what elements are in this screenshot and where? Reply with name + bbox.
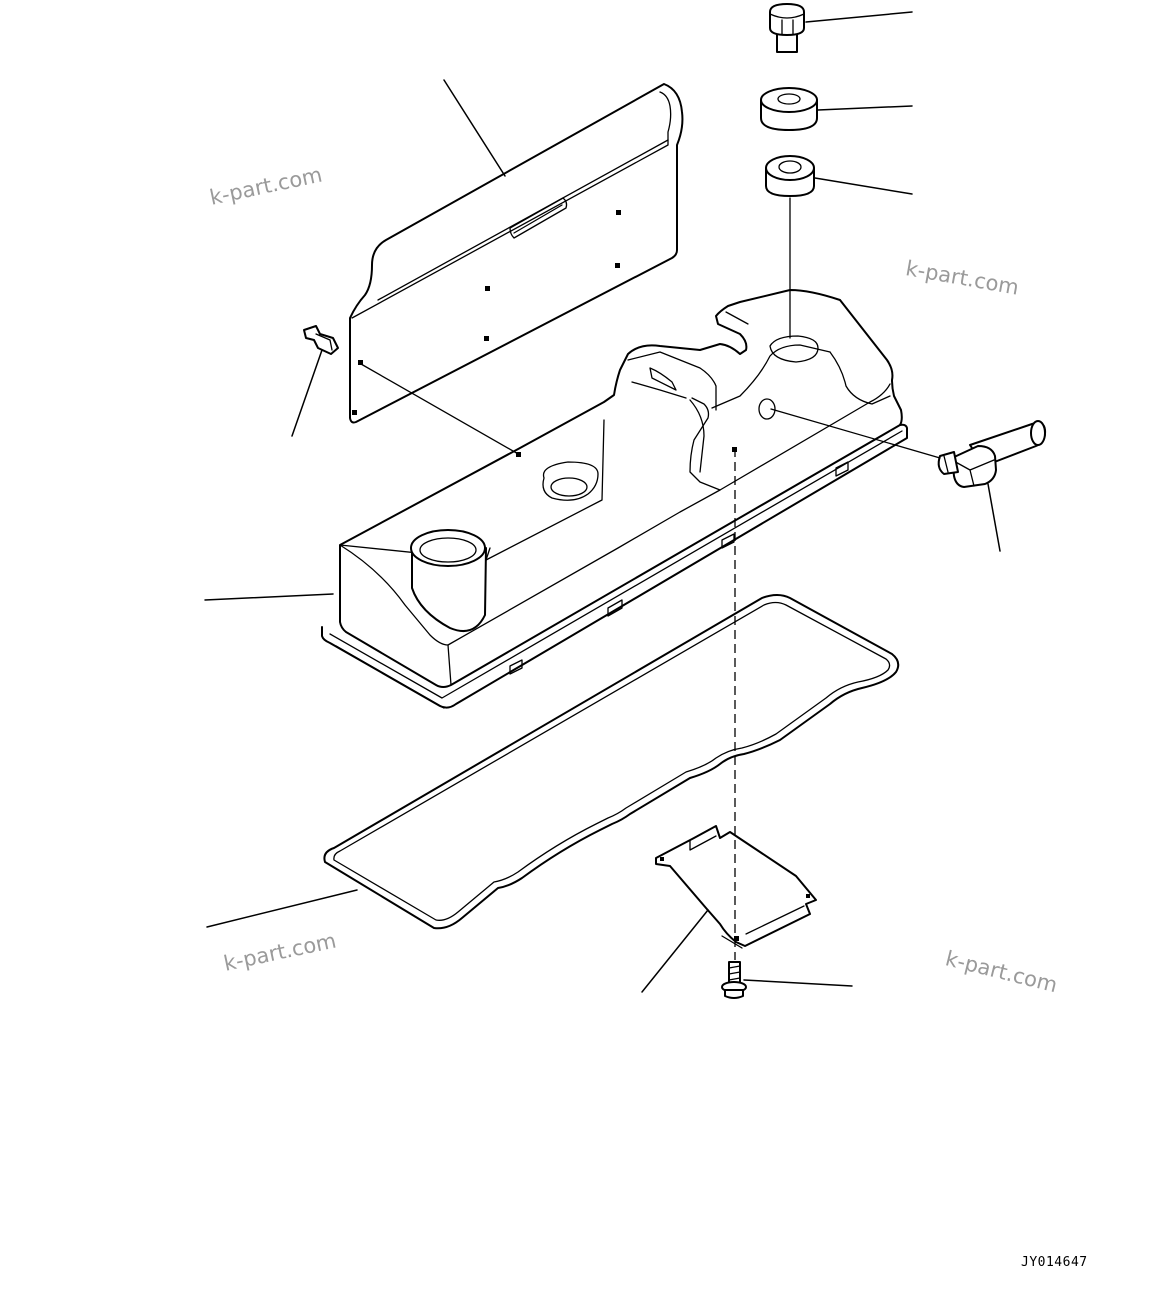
insulator-plate-leader <box>443 79 506 177</box>
cylinder-head-cover[interactable] <box>321 289 908 709</box>
cover-gasket[interactable] <box>323 594 900 930</box>
bracket-leader <box>641 909 709 993</box>
bracket-bolt[interactable] <box>721 961 747 999</box>
insulator-plate[interactable] <box>349 83 684 424</box>
lower-grommet[interactable] <box>765 155 815 197</box>
bolt-leader <box>805 11 913 23</box>
breather-axis <box>770 408 941 459</box>
cylinder-head-cover-leader <box>204 593 334 601</box>
breather-elbow-leader <box>987 483 1001 552</box>
lower-grommet-leader <box>814 177 913 195</box>
upper-grommet-leader <box>817 105 913 111</box>
bolt[interactable] <box>769 3 805 53</box>
plate-clip[interactable] <box>303 325 339 355</box>
plate-clip-leader <box>291 349 323 437</box>
drawing-code: JY014647 <box>1021 1255 1088 1270</box>
plate-hole-axis <box>360 363 521 456</box>
bracket-bolt-leader <box>743 979 853 987</box>
cover-gasket-leader <box>206 889 358 928</box>
breather-elbow[interactable] <box>937 420 1047 488</box>
upper-grommet[interactable] <box>760 87 818 131</box>
bracket[interactable] <box>655 825 817 949</box>
